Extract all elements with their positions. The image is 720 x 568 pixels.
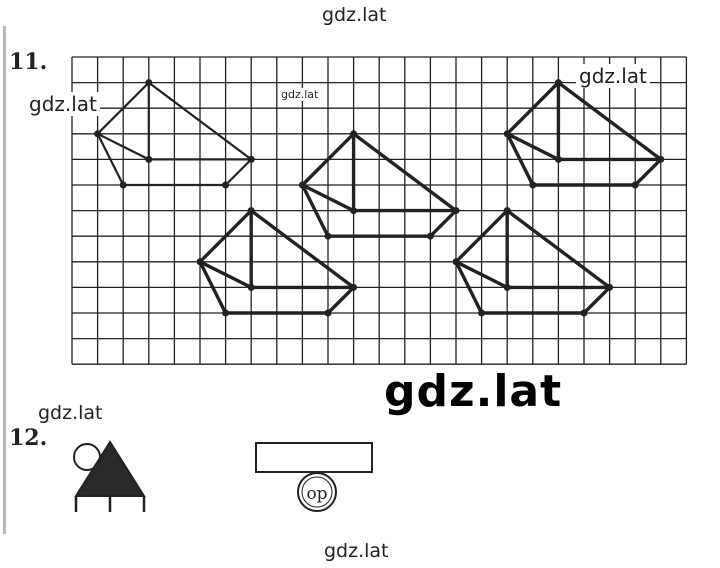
op-circle-label: op	[306, 484, 327, 504]
pentagon-figure	[298, 130, 460, 240]
pentagon-figure	[452, 207, 614, 317]
pentagon-figure	[94, 79, 255, 189]
watermark-big: gdz.lat	[384, 366, 563, 417]
watermark-right: gdz.lat	[576, 64, 650, 88]
op-circle-shape	[297, 472, 337, 512]
pentagon-figure	[196, 207, 358, 317]
task-12-number: 12.	[9, 425, 48, 451]
watermark-left: gdz.lat	[26, 92, 100, 116]
rectangle-shape	[255, 442, 373, 473]
task-11-number: 11.	[9, 49, 48, 75]
pentagon-figures	[94, 79, 665, 317]
watermark-top: gdz.lat	[322, 4, 387, 26]
pentagon-figure	[503, 79, 665, 189]
triangle-figure	[73, 440, 146, 512]
page-margin-bar	[3, 26, 6, 534]
watermark-small: gdz.lat	[279, 88, 321, 101]
watermark-bottom: gdz.lat	[324, 540, 389, 562]
watermark-middle: gdz.lat	[38, 402, 103, 424]
rectangle-figure: op	[255, 442, 373, 512]
